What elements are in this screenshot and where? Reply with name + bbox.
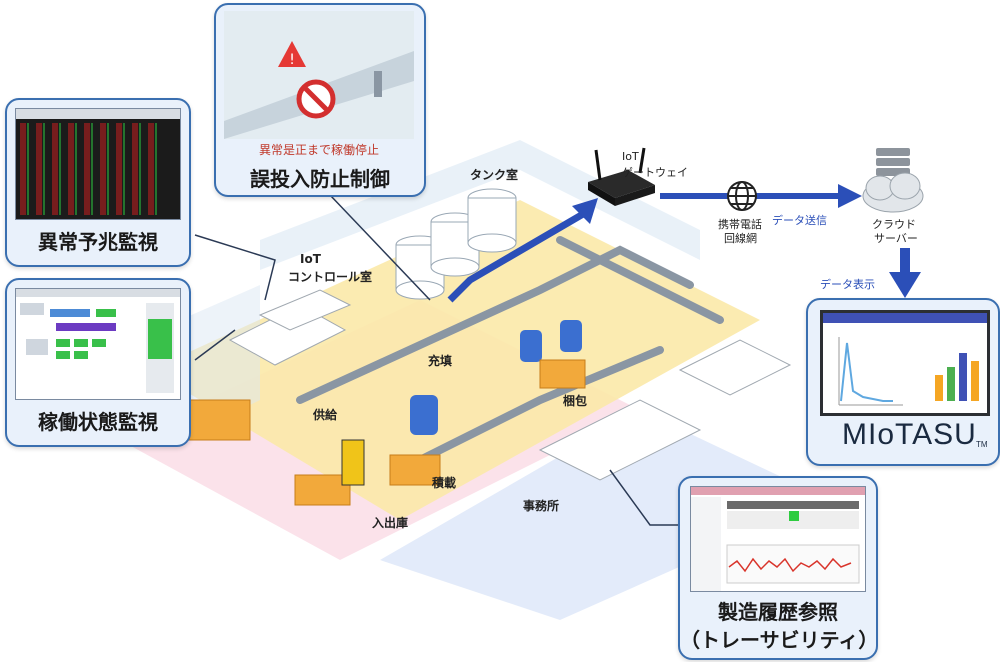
history-screen [690, 486, 866, 592]
zone-label-filling: 充填 [428, 354, 453, 368]
callout-production-history: 製造履歴参照 （トレーサビリティ） [678, 476, 878, 660]
stop-warning-text: 異常是正まで稼働停止 [258, 143, 379, 157]
zone-label-office: 事務所 [523, 499, 560, 513]
floor-blue-zone [380, 410, 830, 620]
warning-scene: ! [224, 11, 414, 139]
data-arrow-up [447, 206, 592, 303]
mobile-network-label-2: 回線網 [724, 232, 757, 245]
office-desks [228, 289, 792, 481]
miotasu-dashboard-chart [823, 313, 987, 406]
operation-screen [15, 288, 181, 400]
arrow-cloud-display-head [889, 272, 921, 298]
zone-label-iot-control-2: コントロール室 [288, 270, 373, 284]
callout-operation-monitoring: 稼働状態監視 [5, 278, 191, 447]
misinput-illustration: ! [224, 11, 414, 139]
production-history-label: 製造履歴参照 [718, 600, 838, 624]
data-display-label: データ表示 [820, 278, 875, 291]
arrow-gateway-cloud-head [838, 184, 862, 208]
callout-anomaly-monitoring: 異常予兆監視 [5, 98, 191, 267]
misinput-prevention-label: 誤投入防止制御 [250, 167, 390, 191]
zone-label-warehouse: 入出庫 [372, 516, 409, 530]
anomaly-screen [15, 108, 181, 220]
data-send-label: データ送信 [772, 214, 827, 227]
zone-label-tank-room: タンク室 [470, 168, 519, 182]
warning-triangle-icon [278, 41, 306, 67]
forklift [341, 439, 365, 486]
iot-gateway-device [588, 147, 655, 206]
callout-connectors [194, 194, 685, 526]
zone-label-iot-control-1: IoT [300, 252, 321, 266]
conveyor-lines [296, 236, 724, 464]
miotasu-logo: MIoTASU [842, 418, 977, 451]
mobile-network-label-1: 携帯電話 [718, 218, 762, 231]
cloud-label-1: クラウド [872, 218, 916, 231]
cloud-icon [862, 172, 924, 213]
floor-yellow-zone [150, 200, 760, 520]
glass-wall [260, 140, 700, 270]
operation-status-panel [16, 289, 180, 393]
history-table-and-chart [691, 487, 865, 591]
callout-miotasu: MIoTASU TM [806, 298, 1000, 466]
server-icon [876, 148, 910, 176]
miotasu-monitor [820, 310, 990, 416]
zone-label-supply: 供給 [313, 408, 338, 422]
globe-icon [727, 181, 757, 211]
cardboard-boxes [179, 359, 586, 506]
anomaly-waveform-chart [16, 109, 180, 215]
gateway-label-1: IoT [622, 150, 639, 163]
callout-misinput-prevention: ! 異常是正まで稼働停止 誤投入防止制御 [214, 3, 426, 197]
zone-label-loading: 積載 [432, 476, 457, 490]
traceability-label: （トレーサビリティ） [680, 628, 879, 652]
robot-arms [410, 320, 582, 435]
operation-monitoring-label: 稼働状態監視 [38, 410, 158, 434]
anomaly-monitoring-label: 異常予兆監視 [38, 230, 158, 254]
svg-text:!: ! [289, 52, 295, 68]
zone-label-packing: 梱包 [563, 394, 588, 408]
miotasu-trademark: TM [976, 440, 988, 449]
gateway-label-2: ゲートウェイ [622, 166, 688, 179]
data-arrow-up-head [572, 198, 598, 224]
cloud-label-2: サーバー [874, 232, 918, 245]
